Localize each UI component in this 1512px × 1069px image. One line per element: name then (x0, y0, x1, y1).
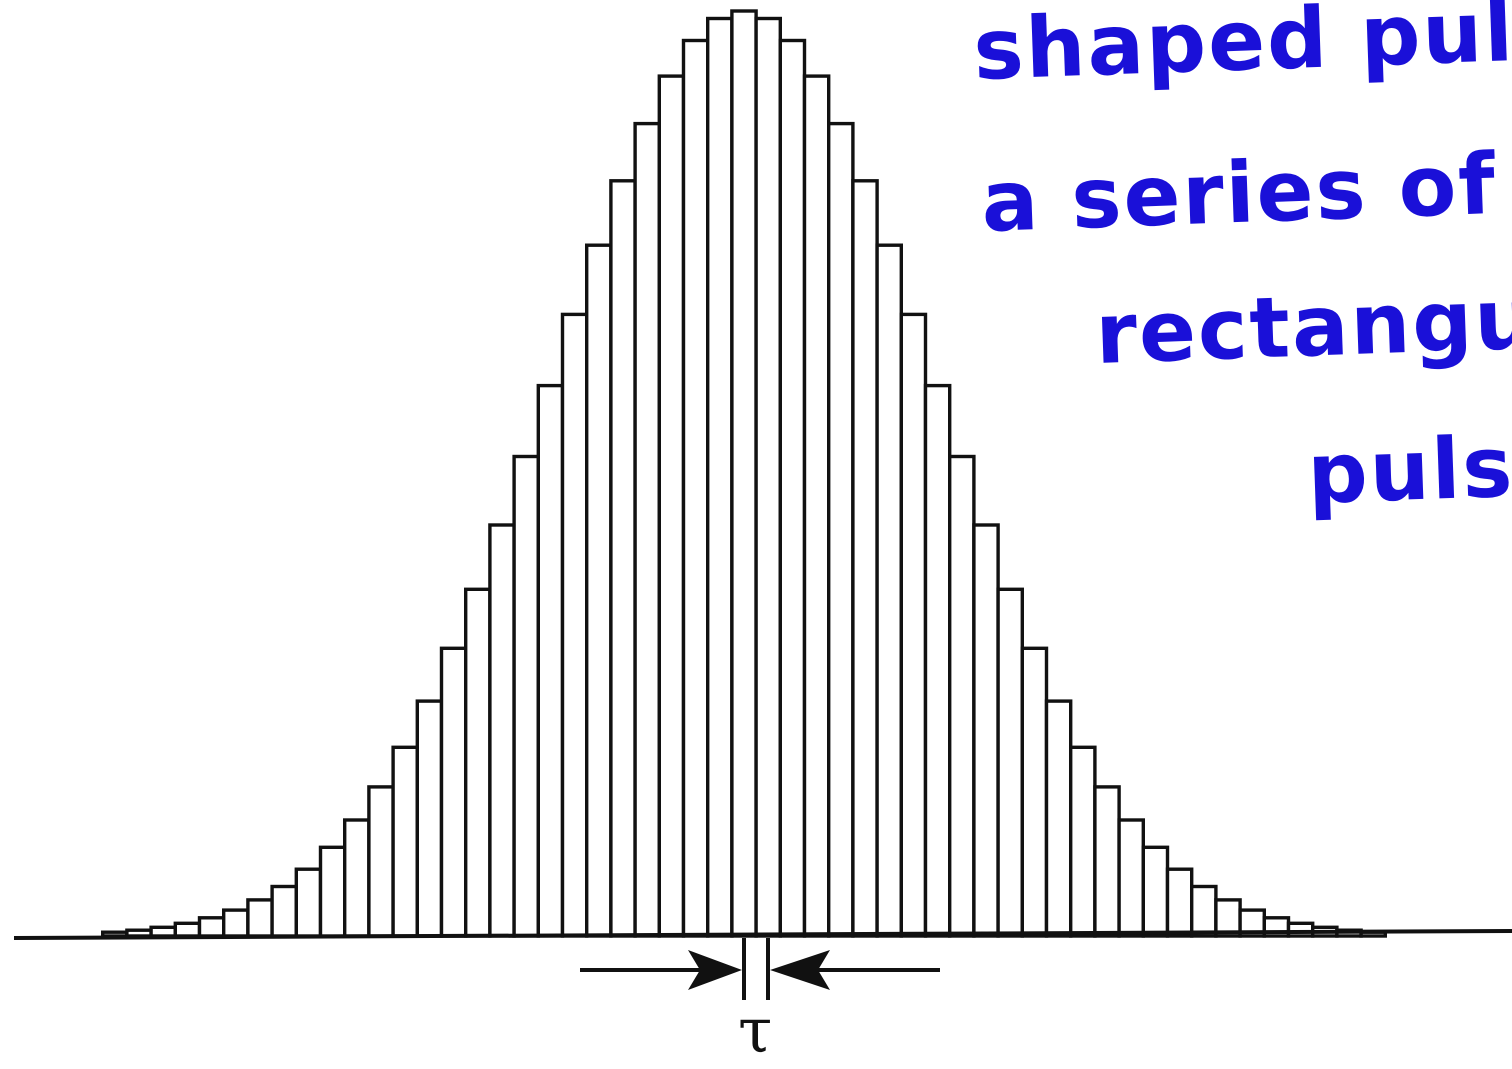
pulse-rectangle (923, 383, 952, 938)
pulse-rectangle (294, 867, 323, 938)
pulse-rectangle (367, 785, 395, 938)
pulse-rectangle (657, 74, 686, 938)
annotation-line-3: rectangul (1093, 268, 1512, 383)
annotation-line-4: puls (1305, 417, 1512, 523)
pulse-rectangle (851, 179, 879, 938)
pulse-rectangle (1093, 785, 1121, 938)
pulse-rectangle (439, 646, 468, 938)
pulse-rectangle (100, 930, 129, 938)
pulse-rectangle (1044, 699, 1073, 938)
pulse-rectangle (730, 9, 758, 938)
pulse-rectangle (391, 745, 420, 938)
pulse-rectangle (778, 38, 807, 938)
pulse-rectangle (609, 179, 637, 938)
pulse-rectangle (996, 587, 1024, 938)
pulse-rectangle (173, 921, 202, 938)
pulse-rectangle (1020, 646, 1049, 938)
pulse-rectangle (1141, 845, 1170, 938)
pulse-rectangle (318, 845, 347, 938)
pulse-rectangle (827, 121, 855, 938)
pulse-rectangle (149, 925, 178, 938)
pulse-rectangle (536, 383, 565, 938)
tau-arrow-right-head (770, 950, 830, 990)
pulse-rectangle (1189, 884, 1218, 938)
pulse-rectangle (706, 16, 734, 938)
pulse-rectangle (246, 898, 274, 938)
pulse-rectangle (1165, 867, 1194, 938)
pulse-rectangle (270, 884, 299, 938)
pulse-rectangle (633, 121, 661, 938)
pulse-rectangle (221, 908, 250, 938)
pulse-rectangle (875, 243, 903, 938)
pulse-rectangle (585, 243, 613, 938)
pulse-rectangle (197, 916, 226, 938)
annotation-line-2: a series of (979, 135, 1499, 251)
tau-label: τ (738, 994, 773, 1067)
pulse-rectangle (1286, 921, 1315, 938)
pulse-rectangle (464, 587, 492, 938)
baseline-axis (13, 929, 1512, 940)
pulse-rectangle (125, 928, 153, 938)
pulse-rectangle (802, 74, 831, 938)
pulse-rectangle (1117, 818, 1145, 938)
pulse-rectangle (948, 454, 976, 938)
pulse-rectangle (1068, 745, 1097, 938)
tau-arrow-left-head (688, 950, 742, 990)
pulse-rectangle (972, 523, 1000, 938)
pulse-rectangle (560, 312, 589, 938)
pulse-rectangle (415, 699, 444, 938)
pulse-rectangle (343, 818, 371, 938)
annotation-line-1: shaped puls (971, 0, 1512, 99)
pulse-rectangle (899, 312, 928, 938)
pulse-rectangle (681, 38, 710, 938)
pulse-rectangle (754, 16, 782, 938)
pulse-rectangle (512, 454, 540, 938)
pulse-rectangle (488, 523, 516, 938)
